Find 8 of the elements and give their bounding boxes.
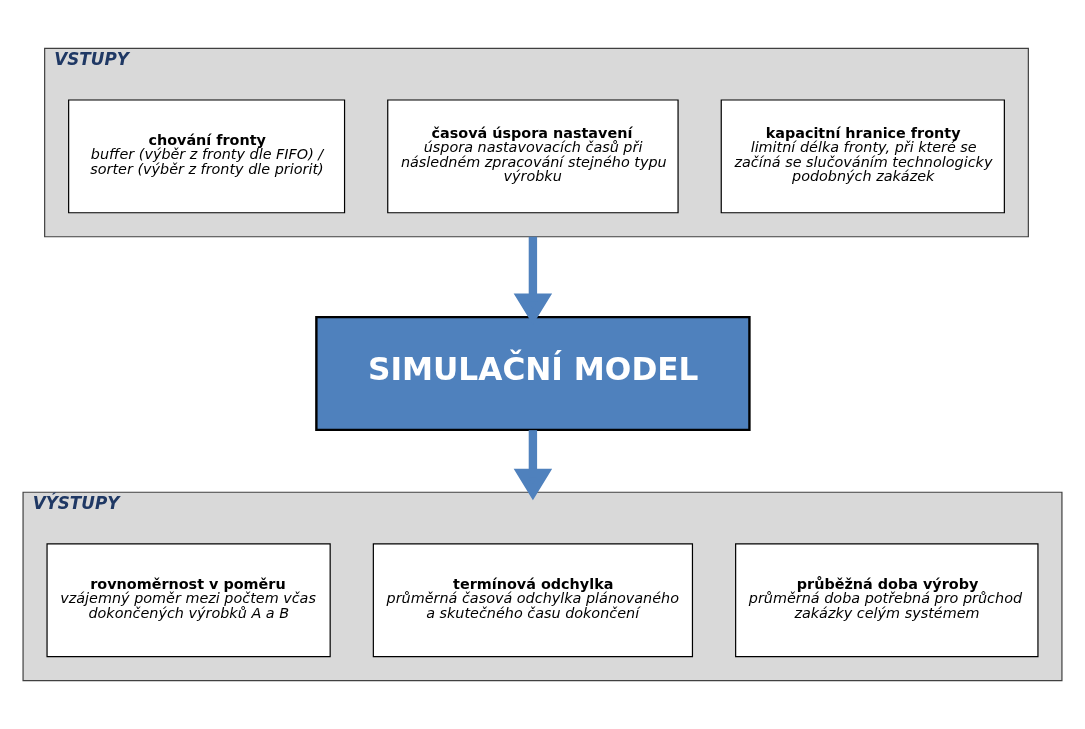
node-box: rovnoměrnost v poměru vzájemný poměr mezi počtem včas dokončených výrobků A a B: [46, 543, 331, 658]
node-box: SIMULAČNÍ MODEL: [315, 315, 751, 432]
node-box: průběžná doba výroby průměrná doba potřebná pro průchod zakázky celým systémem: [735, 543, 1039, 658]
node-box: termínová odchylka průměrná časová odchylka plánovaného a skutečného času dokončení: [372, 543, 694, 658]
node-box: časová úspora nastavení úspora nastavovacích časů při následném zpracování stejného typu výrobku: [387, 99, 679, 214]
arrow: [513, 430, 553, 501]
node-box: chování fronty buffer (výběr z fronty dle FIFO) / sorter (výběr z fronty dle priorit): [68, 99, 346, 214]
node-box: kapacitní hranice fronty limitní délka fronty, při které se začíná se slučováním technologicky podobných zakázek: [720, 99, 1005, 214]
